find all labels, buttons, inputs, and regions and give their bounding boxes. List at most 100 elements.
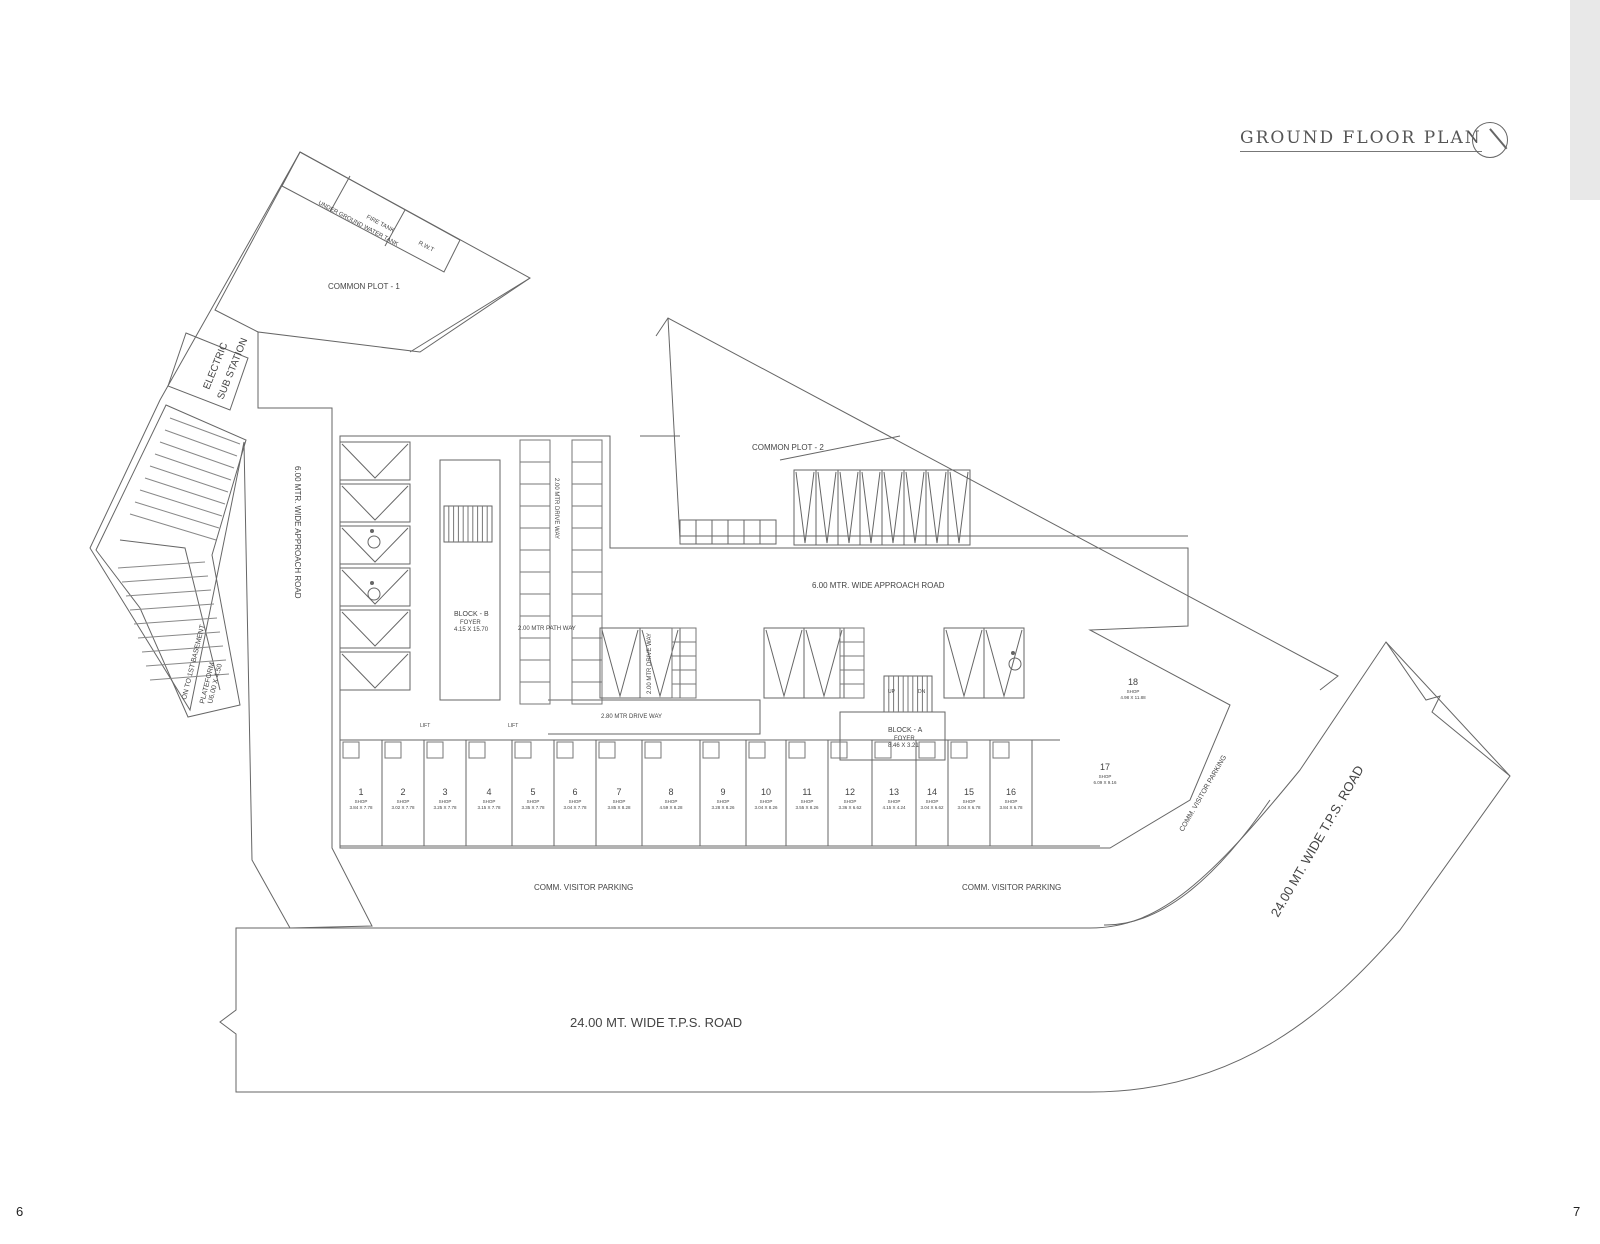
mid-bay-mark <box>765 629 803 698</box>
block-b-bay <box>339 441 411 481</box>
building-outline <box>339 435 1231 849</box>
shop-word: SHOP <box>527 799 540 804</box>
site-outline <box>89 151 1511 1093</box>
shop-word: SHOP <box>439 799 452 804</box>
driveway-bay <box>519 681 551 705</box>
toilet-box <box>384 741 402 759</box>
shop-dimension: 3.15 X 7.78 <box>477 805 501 810</box>
toilet-box <box>830 741 848 759</box>
shop-word: SHOP <box>963 799 976 804</box>
toilet-box <box>874 741 892 759</box>
driveway-bay <box>519 637 551 661</box>
driveway-bay <box>519 505 551 529</box>
road-right-edge <box>1385 641 1511 777</box>
block-a-label: BLOCK - A <box>888 727 923 734</box>
shop-word: SHOP <box>613 799 626 804</box>
driveway-bay <box>519 439 551 463</box>
shop-number: 15 <box>964 787 974 797</box>
ramp-stripe <box>117 561 206 569</box>
toilet-box <box>992 741 1010 759</box>
block-a-dim: 8.46 X 3.21 <box>888 743 919 749</box>
shop-word: SHOP <box>569 799 582 804</box>
shop-number: 5 <box>530 787 535 797</box>
block-b-foyer-box <box>439 459 501 701</box>
block-b-bay-mark <box>341 527 409 563</box>
toilet-box <box>788 741 806 759</box>
shop-number: 8 <box>668 787 673 797</box>
north-east-boundary <box>655 317 1339 691</box>
shop-dimension: 3.28 X 8.26 <box>711 805 735 810</box>
common-plot-2-bay-mark <box>949 471 969 544</box>
mid-bay-mark <box>805 629 843 698</box>
shop-number: 7 <box>616 787 621 797</box>
ramp-stripe <box>144 477 226 505</box>
pathway-label: 2.00 MTR PATH WAY <box>518 626 576 632</box>
common-plot-2-inner <box>640 435 901 461</box>
road-right-label: 24.00 MT. WIDE T.P.S. ROAD <box>1268 763 1367 920</box>
driveway-bay <box>571 681 603 705</box>
block-b-bay <box>339 609 411 649</box>
common-plot-2-bay-mark <box>861 471 881 544</box>
shop-word: SHOP <box>1005 799 1018 804</box>
driveway-bay <box>571 615 603 639</box>
ramp-stripe <box>133 617 218 625</box>
lift-label-b2: LIFT <box>508 723 518 729</box>
common-plot-2-bay <box>947 469 971 546</box>
driveway-bay <box>519 483 551 507</box>
ramp-stripe <box>149 673 230 681</box>
common-plot-2-bay-mark <box>883 471 903 544</box>
electric-substation <box>167 332 249 411</box>
driveway-bay <box>519 549 551 573</box>
wheelchair-icon <box>367 581 381 601</box>
shop-number: 17 <box>1100 762 1110 772</box>
side-tab <box>1570 0 1600 200</box>
ramp-stripe <box>149 465 229 493</box>
small-bay <box>727 519 745 545</box>
shop-word: SHOP <box>483 799 496 804</box>
toilet-box <box>702 741 720 759</box>
shop-dimension: 4.59 X 8.28 <box>659 805 683 810</box>
shop-dimension: 6.09 X 9.16 <box>1093 780 1117 785</box>
shop-number: 1 <box>358 787 363 797</box>
visitor-parking-right: COMM. VISITOR PARKING <box>962 883 1061 892</box>
ramp-stripe <box>125 589 212 597</box>
stair-up-label: UP <box>888 689 896 695</box>
driveway-bay <box>571 659 603 683</box>
block-b-bay-mark <box>341 443 409 479</box>
shop-number: 2 <box>400 787 405 797</box>
shop-dimension: 3.35 X 7.78 <box>521 805 545 810</box>
left-approach-road-label: 6.00 MTR. WIDE APPROACH ROAD <box>293 466 302 599</box>
driveway-bay <box>571 593 603 617</box>
shop-dimension: 3.36 X 6.62 <box>838 805 862 810</box>
ramp-outline <box>95 404 247 718</box>
small-bay <box>759 519 777 545</box>
block-b-bay <box>339 651 411 691</box>
block-b-bay <box>339 483 411 523</box>
shop-dimension: 3.02 X 7.78 <box>391 805 415 810</box>
shop-dividers <box>339 740 1033 846</box>
parking-bays <box>339 439 1025 705</box>
block-b-bay-mark <box>341 569 409 605</box>
block-b-bay <box>339 567 411 607</box>
ramp-stripe <box>154 453 232 481</box>
shop-word: SHOP <box>665 799 678 804</box>
wheelchair-icon <box>367 529 381 549</box>
driveway-bay <box>571 571 603 595</box>
shop-number: 18 <box>1128 677 1138 687</box>
toilet-box <box>342 741 360 759</box>
driveway-bay <box>519 659 551 683</box>
driveway-bay <box>571 527 603 551</box>
small-bay <box>711 519 729 545</box>
page-title: GROUND FLOOR PLAN <box>1240 128 1482 152</box>
shop-dimension: 3.84 X 7.78 <box>349 805 373 810</box>
shop-word: SHOP <box>355 799 368 804</box>
small-bay <box>743 519 761 545</box>
ramp-stripes <box>117 417 241 681</box>
